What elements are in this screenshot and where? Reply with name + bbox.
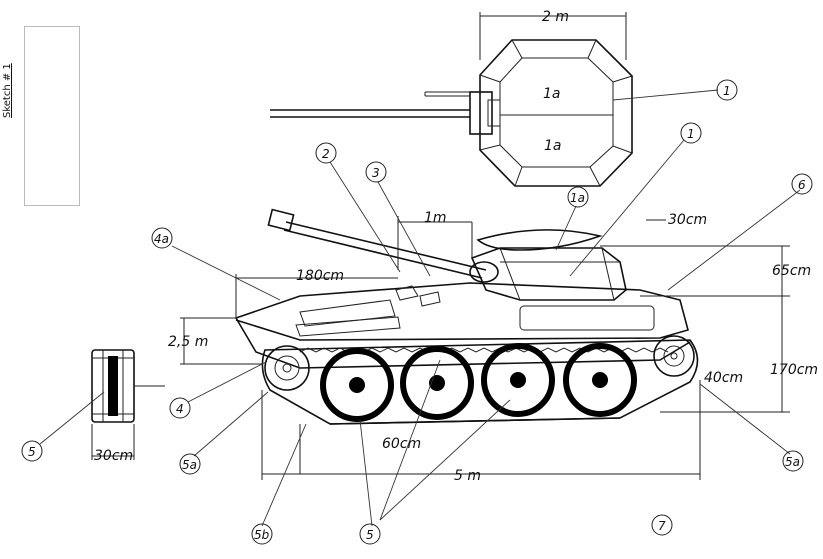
hatch-label-upper: 1a	[543, 86, 561, 102]
leader-lines	[39, 89, 801, 527]
dim-track-width: 30cm	[94, 448, 133, 464]
dim-hull-height: 170cm	[770, 362, 818, 378]
callout-bubble: 5b	[251, 523, 273, 545]
dim-turret-height: 65cm	[772, 263, 811, 279]
callout-bubble: 2	[315, 142, 337, 164]
dimension-lines	[180, 216, 790, 480]
callout-label: 7	[658, 519, 666, 533]
callout-bubble: 7	[651, 514, 673, 536]
callout-bubble: 3	[365, 161, 387, 183]
callout-bubble: 5a	[179, 453, 201, 475]
turret-top-view: 2 m 1a 1a	[270, 9, 633, 187]
tank-side-view	[235, 208, 699, 425]
callout-bubble: 1a	[567, 186, 589, 208]
blank-box	[24, 26, 80, 206]
hatch-label-lower: 1a	[544, 138, 562, 154]
callout-label: 5	[28, 445, 36, 459]
callout-label: 5a	[182, 458, 197, 472]
dim-turret-offset: 1m	[424, 210, 447, 226]
callout-label: 4	[176, 402, 184, 416]
callout-label: 5	[366, 528, 374, 542]
callout-label: 3	[372, 166, 380, 180]
callout-label: 5a	[785, 455, 800, 469]
dim-sprocket: 40cm	[704, 370, 743, 386]
callouts: 1 1 2 3 1a 6 4a 4 5 5a 5a 5b 5 7	[21, 79, 813, 545]
dim-hull-front: 180cm	[296, 268, 344, 284]
track-end-view	[91, 349, 165, 460]
dim-rear-gap: 30cm	[668, 212, 707, 228]
callout-bubble: 4a	[151, 227, 173, 249]
callout-label: 4a	[154, 232, 169, 246]
callout-label: 2	[322, 147, 330, 161]
callout-label: 1	[687, 127, 695, 141]
callout-label: 5b	[254, 528, 270, 542]
callout-bubble: 5	[359, 523, 381, 545]
dim-nose-height: 2,5 m	[168, 334, 208, 350]
callout-bubble: 1	[716, 79, 738, 101]
callout-bubble: 5a	[782, 450, 804, 472]
callout-bubble: 4	[169, 397, 191, 419]
dim-length: 5 m	[454, 468, 481, 484]
callout-label: 1	[723, 84, 731, 98]
callout-bubble: 5	[21, 440, 43, 462]
callout-bubble: 6	[791, 173, 813, 195]
callout-label: 6	[798, 178, 806, 192]
dim-wheel: 60cm	[382, 436, 421, 452]
turret-width-label: 2 m	[542, 9, 569, 25]
callout-label: 1a	[570, 191, 585, 205]
callout-bubble: 1	[680, 122, 702, 144]
